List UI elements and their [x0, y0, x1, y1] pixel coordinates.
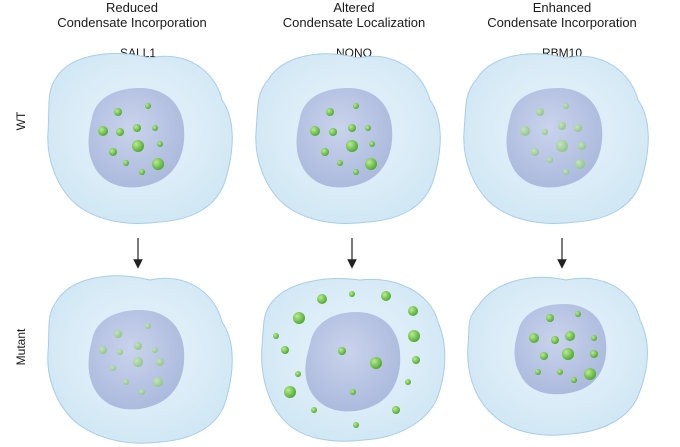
condensates [273, 291, 420, 428]
heading-line-1: Reduced [105, 0, 159, 15]
heading-line-1: Enhanced [532, 0, 592, 15]
nucleus [296, 88, 393, 188]
heading-line-2: Condensate Incorporation [487, 15, 637, 30]
column-heading-rbm10: Enhanced Condensate Incorporation [452, 0, 672, 30]
nucleus [506, 88, 603, 188]
cell-rbm10-wt [463, 53, 649, 224]
heading-line-2: Condensate Localization [282, 15, 426, 30]
nucleus [305, 312, 401, 412]
nucleus [88, 88, 185, 188]
condensates [529, 311, 598, 383]
cell-sall1-mutant [47, 275, 233, 444]
cell-nono-wt [255, 53, 441, 224]
heading-line-2: Condensate Incorporation [57, 15, 207, 30]
heading-line-1: Altered [333, 0, 375, 15]
condensates [310, 103, 377, 175]
cell-sall1-wt [47, 53, 233, 224]
condensates [520, 103, 586, 175]
cell-nono-mutant [261, 278, 446, 442]
column-heading-sall1: Reduced Condensate Incorporation [22, 0, 242, 30]
nucleus [514, 304, 607, 395]
column-heading-nono: Altered Condensate Localization [244, 0, 464, 30]
cell-rbm10-mutant [467, 276, 648, 436]
condensates [99, 323, 164, 395]
condensates [98, 103, 164, 175]
